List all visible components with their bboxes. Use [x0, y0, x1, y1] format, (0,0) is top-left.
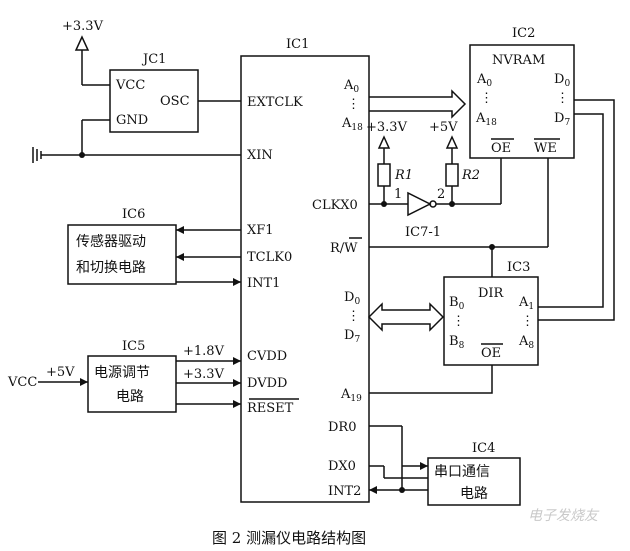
plus5v-label: +5V — [46, 365, 75, 380]
jc1-osc-pin: OSC — [160, 94, 190, 109]
ic4-label-2: 电路 — [460, 486, 488, 502]
ic1-pin-extclk: EXTCLK — [247, 95, 303, 110]
ic6-sensor-driver: IC6 传感器驱动 和切换电路 — [67, 207, 241, 286]
ic1-pin-clkx0: CLKX0 — [312, 198, 358, 213]
ground-symbol-icon — [32, 147, 241, 163]
ic1-title: IC1 — [286, 37, 309, 52]
ic7-pin1-label: 1 — [394, 187, 402, 202]
ic1-dots: ⋮ — [347, 97, 360, 112]
ic1-pin-a18: A18 — [341, 116, 363, 133]
jc1-oscillator: +3.3V JC1 VCC GND OSC — [62, 19, 241, 155]
ic2-pin-a0: A0 — [476, 72, 492, 89]
clock-buffer-section: +3.3V R1 1 2 IC7-1 +5V R2 — [366, 120, 502, 240]
r2-supply-label: +5V — [429, 120, 458, 135]
ic3-dir: DIR — [478, 286, 505, 301]
ic4-label-1: 串口通信 — [434, 464, 490, 480]
jc1-gnd-pin: GND — [116, 113, 148, 128]
jc1-title: JC1 — [141, 52, 166, 67]
cvdd-voltage-label: +1.8V — [183, 344, 225, 359]
ic1-pin-dr0: DR0 — [328, 420, 356, 435]
ic2-pin-d0: D0 — [554, 72, 570, 89]
jc1-vcc-pin: VCC — [115, 78, 145, 93]
ic2-pin-oe: OE — [491, 141, 511, 156]
ic1-pin-reset: RESET — [247, 401, 294, 416]
inverter-ic7-icon — [407, 191, 432, 217]
rw-line — [369, 158, 549, 277]
ic1-pin-a19: A19 — [340, 387, 362, 404]
ic3-pin-b0: B0 — [449, 295, 465, 312]
ic3-pin-a1: A1 — [518, 295, 534, 312]
ic1-pin-dx0: DX0 — [328, 459, 356, 474]
ic3-pin-oe: OE — [481, 346, 501, 361]
ic3-box — [443, 276, 539, 366]
r2-supply-arrow-icon — [445, 135, 459, 149]
resistor-r2 — [445, 163, 459, 187]
ic3-pin-b8: B8 — [449, 334, 465, 351]
ic7-label: IC7-1 — [405, 225, 441, 240]
ic5-label-1: 电源调节 — [94, 365, 150, 381]
ic1-processor: IC1 EXTCLK XIN XF1 TCLK0 INT1 CVDD DVDD … — [240, 37, 370, 503]
ic3-dots-b: ⋮ — [452, 314, 465, 329]
ic4-title: IC4 — [472, 441, 495, 456]
ic1-pin-a0: A0 — [343, 78, 359, 95]
data-link-lines — [538, 99, 615, 321]
a19-line — [369, 365, 493, 394]
r1-label: R1 — [394, 168, 413, 183]
ic4-serial: IC4 串口通信 电路 — [369, 425, 521, 506]
ic1-pin-dvdd: DVDD — [247, 376, 287, 391]
ic2-dots-a: ⋮ — [480, 91, 493, 106]
ic5-power: IC5 电源调节 电路 VCC +5V +1.8V +3.3V — [7, 339, 241, 413]
ic1-pin-xin: XIN — [247, 148, 273, 163]
ic1-pin-tclk0: TCLK0 — [247, 250, 292, 265]
ic2-pin-a18: A18 — [475, 111, 497, 128]
ic2-pin-d7: D7 — [554, 111, 570, 128]
ic2-title: IC2 — [512, 26, 535, 41]
ic2-name: NVRAM — [492, 53, 545, 68]
ic1-pin-d0: D0 — [344, 290, 360, 307]
ic1-pin-cvdd: CVDD — [247, 349, 287, 364]
jc1-supply-arrow-icon — [74, 35, 90, 51]
ic2-box — [469, 44, 575, 159]
junction-dot — [79, 152, 85, 158]
r1-supply-arrow-icon — [377, 135, 391, 149]
ic3-pin-a8: A8 — [518, 334, 534, 351]
ic1-pin-int2: INT2 — [328, 484, 361, 499]
r1-supply-label: +3.3V — [366, 120, 408, 135]
ic6-label-2: 和切换电路 — [76, 259, 146, 276]
ic2-pin-we: WE — [534, 141, 557, 156]
ic1-pin-d7: D7 — [344, 328, 360, 345]
data-bus-arrow-icon — [367, 302, 445, 332]
ic2-dots-d: ⋮ — [556, 91, 569, 106]
ic6-label-1: 传感器驱动 — [76, 233, 146, 250]
ic3-transceiver: IC3 DIR B0 ⋮ B8 A1 ⋮ A8 OE — [443, 260, 539, 366]
ic5-title: IC5 — [122, 339, 145, 354]
ic5-label-2: 电路 — [116, 389, 144, 405]
ic6-box — [67, 224, 177, 285]
ic2-nvram: IC2 NVRAM A0 ⋮ A18 D0 ⋮ D7 OE WE — [469, 26, 575, 159]
ic4-box — [427, 457, 521, 506]
jc1-supply-label: +3.3V — [62, 19, 104, 34]
ic3-dots-a: ⋮ — [521, 314, 534, 329]
ic6-title: IC6 — [122, 207, 145, 222]
jc1-box — [109, 69, 199, 133]
ic3-title: IC3 — [507, 260, 530, 275]
ic1-dots-d: ⋮ — [347, 309, 360, 324]
address-bus-arrow-icon — [369, 89, 467, 119]
r2-label: R2 — [461, 168, 480, 183]
ic1-pin-xf1: XF1 — [247, 223, 274, 238]
dvdd-voltage-label: +3.3V — [183, 367, 225, 382]
vcc-input-label: VCC — [7, 375, 37, 390]
ic1-pin-int1: INT1 — [247, 276, 280, 291]
figure-caption: 图 2 测漏仪电路结构图 — [212, 529, 366, 547]
ic1-box — [240, 55, 370, 503]
watermark-text: 电子发烧友 — [528, 508, 600, 524]
ic5-box — [87, 355, 177, 413]
ic7-pin2-label: 2 — [437, 187, 445, 202]
ic1-pin-rw: R/W — [330, 241, 358, 256]
resistor-r1 — [377, 163, 391, 187]
